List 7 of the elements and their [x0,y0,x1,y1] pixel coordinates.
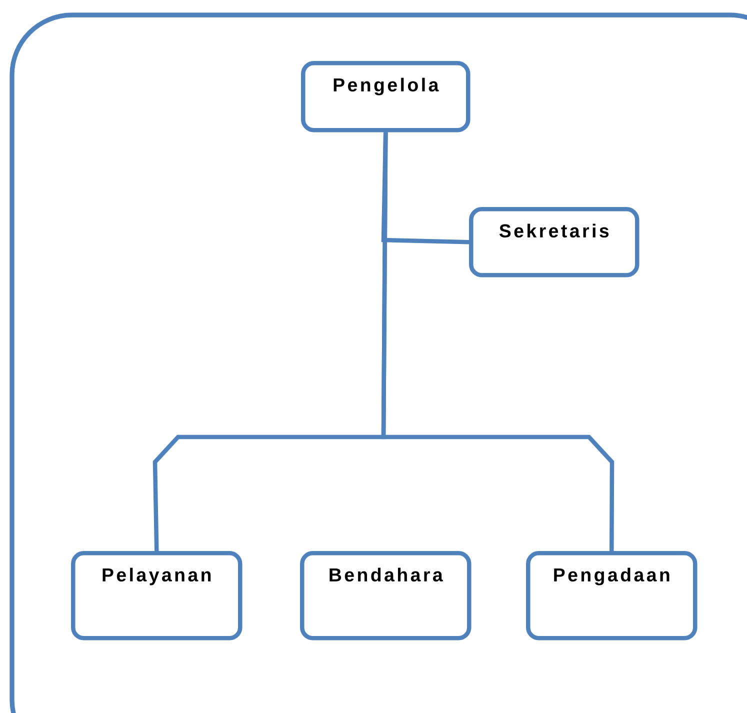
org-box: Pengelola [301,61,470,132]
connector-line [381,132,614,551]
org-box: Pengadaan [526,551,698,640]
org-box: Pelayanan [71,551,242,640]
org-box: Bendahara [300,551,472,640]
org-box: Sekretaris [469,207,640,278]
connector-line [381,132,470,244]
